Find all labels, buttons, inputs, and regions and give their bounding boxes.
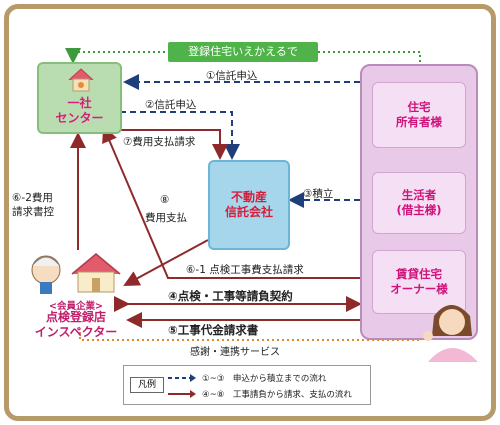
label-f8-number: ⑧ — [160, 194, 170, 206]
label-f5: ⑤工事代金請求書 — [168, 323, 259, 337]
legend-row-2: ④~⑧ 工事請負から請求、支払の流れ — [202, 390, 352, 400]
center-line1: 一社 — [67, 96, 92, 110]
legend-box: 凡例 ①~③ 申込から積立までの流れ ④~⑧ 工事請負から請求、支払の流れ — [123, 365, 371, 405]
label-f4: ④点検・工事等請負契約 — [168, 289, 293, 303]
owner-1-line1: 生活者 — [401, 188, 437, 202]
arrow-banner-loop — [65, 48, 421, 64]
inspector-title: 点検登録店 インスペクター — [22, 310, 130, 340]
arrow-f8 — [123, 239, 209, 286]
owner-0-line2: 所有者様 — [396, 115, 442, 129]
label-f62-line1: ⑥-2費用 — [12, 192, 53, 204]
arrow-f7 — [120, 129, 228, 160]
owner-2-line1: 賃貸住宅 — [396, 267, 442, 281]
legend-row-1: ①~③ 申込から積立までの流れ — [202, 374, 327, 384]
label-f2: ②信託申込 — [145, 99, 197, 111]
banner-label: 登録住宅いえかえるで — [168, 42, 318, 62]
owner-2-line2: オーナー様 — [390, 282, 448, 296]
owner-0-line1: 住宅 — [407, 100, 431, 114]
owner-1-line2: (借主様) — [396, 203, 442, 217]
center-title: 一社 センター — [39, 96, 120, 126]
trust-line1: 不動産 — [230, 190, 267, 204]
arrow-f2 — [120, 111, 240, 160]
label-f8-text: 費用支払 — [145, 212, 187, 224]
legend-tag: 凡例 — [130, 377, 164, 393]
label-f61: ⑥-1 点検工事費支払請求 — [186, 264, 304, 276]
center-line2: センター — [55, 111, 104, 125]
owner-card-home-owner: 住宅 所有者様 — [372, 82, 466, 148]
inspector-tag: <会員企業> — [49, 301, 103, 312]
label-f62-line2: 請求書控 — [12, 206, 54, 218]
inspector-group: <会員企業> 点検登録店 インスペクター — [22, 248, 130, 340]
presenter-illustration-icon — [423, 305, 478, 362]
arrow-f61 — [102, 126, 360, 279]
label-f1: ①信託申込 — [206, 70, 258, 82]
trust-line2: 信託会社 — [224, 205, 273, 219]
center-box: 一社 センター — [37, 62, 122, 134]
label-f3: ③積立 — [303, 188, 334, 200]
legend-swatches — [168, 374, 196, 398]
owner-card-resident: 生活者 (借主様) — [372, 172, 466, 234]
label-f7: ⑦費用支払請求 — [123, 136, 196, 148]
inspector-line2: インスペクター — [34, 325, 118, 339]
house-icon — [68, 68, 94, 92]
label-service: 感謝・連携サービス — [190, 347, 280, 358]
trust-company-box: 不動産 信託会社 — [208, 160, 290, 250]
inspector-line1: 点検登録店 — [45, 310, 106, 324]
inspector-illustration-icon — [31, 253, 121, 294]
owner-card-landlord: 賃貸住宅 オーナー様 — [372, 250, 466, 314]
